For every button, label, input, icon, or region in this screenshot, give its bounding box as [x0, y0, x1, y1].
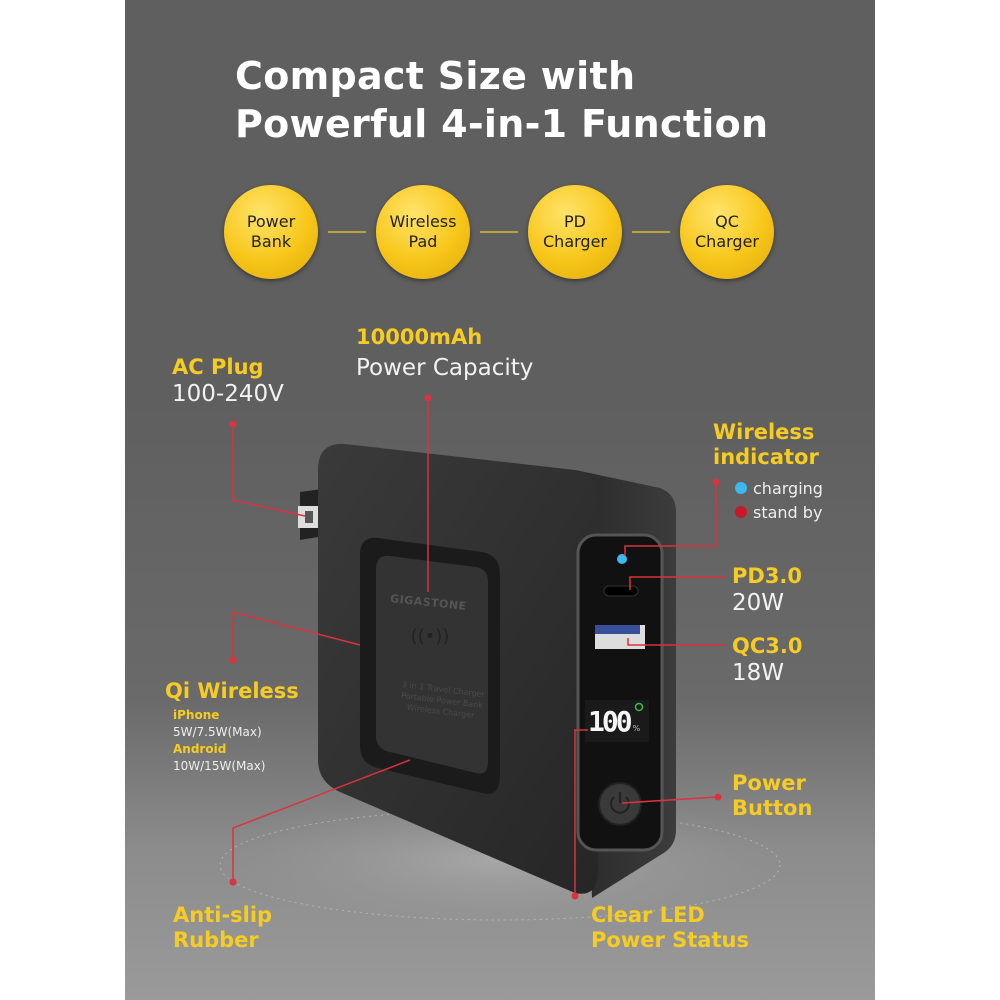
port-panel: [576, 533, 664, 852]
charging-dot: [735, 482, 747, 494]
led-display: 100 %: [588, 700, 650, 742]
callout-pd: PD3.0 20W: [732, 564, 803, 616]
callout-wireless-indicator: Wireless indicator charging stand by: [713, 420, 823, 522]
callout-led: Clear LED Power Status: [591, 903, 749, 952]
wireless-icon: ((•)): [411, 626, 450, 647]
page-title: Compact Size with Powerful 4-in-1 Functi…: [235, 52, 768, 148]
title-line-1: Compact Size with: [235, 54, 636, 98]
callout-qi-wireless: Qi Wireless iPhone 5W/7.5W(Max) Android …: [165, 679, 299, 773]
callout-qc: QC3.0 18W: [732, 634, 803, 686]
callout-capacity: 10000mAh Power Capacity: [356, 325, 534, 381]
battery-percent: 100: [588, 704, 633, 738]
callout-anti-slip: Anti-slip Rubber: [173, 903, 273, 952]
callout-ac-plug: AC Plug 100-240V: [172, 355, 284, 407]
percent-unit: %: [632, 723, 641, 733]
wireless-indicator-led: [617, 554, 627, 564]
callout-power-button: Power Button: [732, 771, 813, 820]
power-button: [598, 782, 642, 826]
callout-lines: [232, 398, 726, 896]
title-line-2: Powerful 4-in-1 Function: [235, 102, 769, 146]
standby-dot: [735, 506, 747, 518]
usb-c-port: [603, 585, 639, 597]
